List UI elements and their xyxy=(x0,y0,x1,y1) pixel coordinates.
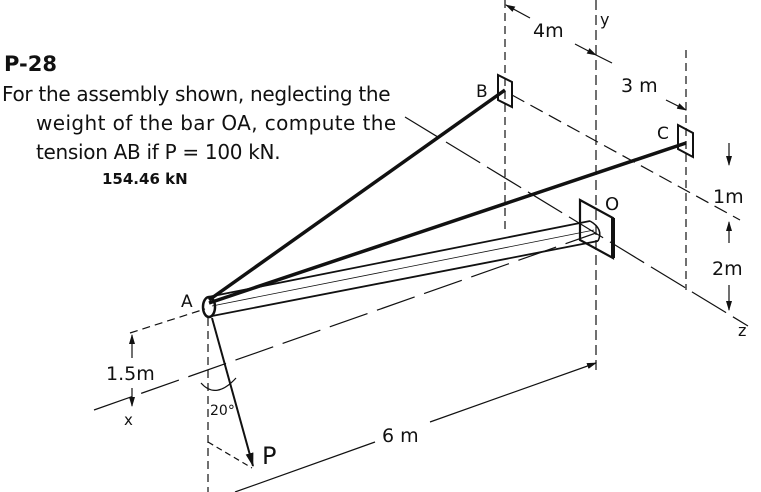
dim-3m-arrow-right xyxy=(665,99,687,111)
problem-statement-line-1: For the assembly shown, neglecting the xyxy=(2,82,391,106)
label-x-axis: x xyxy=(124,411,133,429)
label-b: B xyxy=(476,82,488,102)
end-a xyxy=(201,295,217,319)
bar-oa-inner xyxy=(211,229,595,307)
angle-arc xyxy=(200,377,237,391)
dim-1m-label: 1m xyxy=(713,186,744,208)
dim-6m-line-left xyxy=(234,441,376,492)
label-z-axis: z xyxy=(738,321,746,340)
dim-3m-label: 3 m xyxy=(621,75,658,97)
label-o: O xyxy=(605,194,619,215)
answer: 154.46 kN xyxy=(102,170,188,188)
p-projection-guide xyxy=(207,441,253,469)
label-a: A xyxy=(181,292,193,312)
dim-4m-arrow-right xyxy=(574,43,597,56)
bar-oa-top xyxy=(207,220,591,298)
label-c: C xyxy=(657,124,669,144)
b-level-guide xyxy=(511,94,741,221)
problem-number: P-28 xyxy=(4,52,57,76)
label-angle: 20° xyxy=(210,403,235,419)
end-o xyxy=(589,220,601,242)
problem-statement-line-2: weight of the bar OA, compute the xyxy=(36,111,397,135)
support-b xyxy=(497,73,513,109)
load-p-arrow xyxy=(211,317,254,467)
dim-3m-arrow-left xyxy=(595,54,613,64)
dim-2m-label: 2m xyxy=(712,258,743,280)
cable-ab xyxy=(207,88,507,302)
x-axis-line xyxy=(93,232,597,411)
dim-6m-line-right xyxy=(429,362,597,423)
support-c xyxy=(677,123,694,159)
cable-ac xyxy=(208,141,687,305)
dim-1-5m-label: 1.5m xyxy=(106,363,155,385)
bar-oa-bottom xyxy=(211,240,599,317)
label-y-axis: y xyxy=(600,10,609,29)
z-axis-line xyxy=(404,116,749,327)
problem-statement-line-3: tension AB if P = 100 kN. xyxy=(36,140,281,164)
dim-4m-arrow-left xyxy=(505,4,531,19)
dim-4m-label: 4m xyxy=(533,20,564,42)
label-p: P xyxy=(262,442,276,470)
dim-6m-label: 6 m xyxy=(382,425,419,447)
a-level-guide xyxy=(129,308,206,334)
